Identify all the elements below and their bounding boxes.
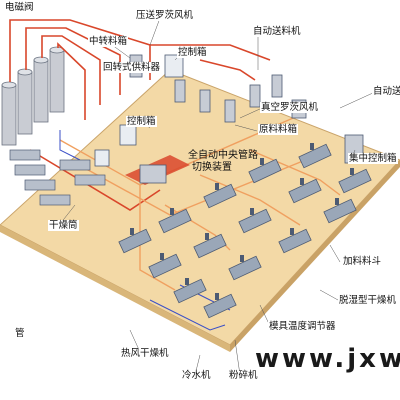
label-hopper-feeder: 加料料斗 bbox=[342, 256, 383, 267]
small-hoppers bbox=[130, 143, 354, 300]
label-raw-material-box: 原料料箱 bbox=[258, 124, 299, 135]
silo bbox=[1, 84, 17, 146]
label-central-pipe-switch: 全自动中央管路 切换装置 bbox=[188, 150, 258, 174]
silo bbox=[33, 59, 49, 123]
label-control-box-top: 控制箱 bbox=[177, 47, 208, 58]
label-pressure-roots-blower: 压送罗茨风机 bbox=[135, 10, 195, 21]
silo-group bbox=[1, 46, 65, 146]
silo bbox=[17, 71, 33, 135]
label-vacuum-roots-blower: 真空罗茨风机 bbox=[260, 102, 320, 113]
silo bbox=[49, 49, 65, 113]
label-central-pipe-switch-line2: 切换装置 bbox=[192, 162, 232, 173]
label-dehumid-dryer: 脱湿型干燥机 bbox=[338, 295, 398, 306]
watermark: www.jxwl bbox=[255, 344, 400, 374]
floor-right-edge bbox=[230, 160, 400, 352]
label-hot-air-dryer: 热风干燥机 bbox=[120, 348, 170, 359]
label-dryer-drum: 干燥筒 bbox=[48, 220, 79, 231]
label-chiller: 冷水机 bbox=[181, 370, 212, 381]
label-transfer-hopper: 中转料箱 bbox=[88, 36, 129, 47]
dryer-racks bbox=[9, 149, 106, 206]
label-mold-temp-controller: 模具温度调节器 bbox=[268, 321, 337, 332]
label-pipe: 管 bbox=[14, 328, 26, 339]
molding-machines bbox=[118, 143, 372, 319]
label-rotary-feeder: 回转式供料器 bbox=[102, 62, 162, 73]
label-auto-feeder-top: 自动送料机 bbox=[252, 26, 302, 37]
central-switch-station bbox=[125, 155, 190, 185]
label-central-control-box: 集中控制箱 bbox=[348, 153, 398, 164]
label-control-box-mid: 控制箱 bbox=[126, 116, 157, 127]
control-cabinets bbox=[94, 54, 184, 167]
label-crusher: 粉碎机 bbox=[228, 370, 259, 381]
floor-front-edge bbox=[0, 225, 230, 352]
label-central-pipe-switch-line1: 全自动中央管路 bbox=[188, 150, 258, 161]
label-electromagnetic-valve: 电磁阀 bbox=[4, 2, 35, 13]
label-auto-feeder-right: 自动送料 bbox=[372, 86, 400, 97]
